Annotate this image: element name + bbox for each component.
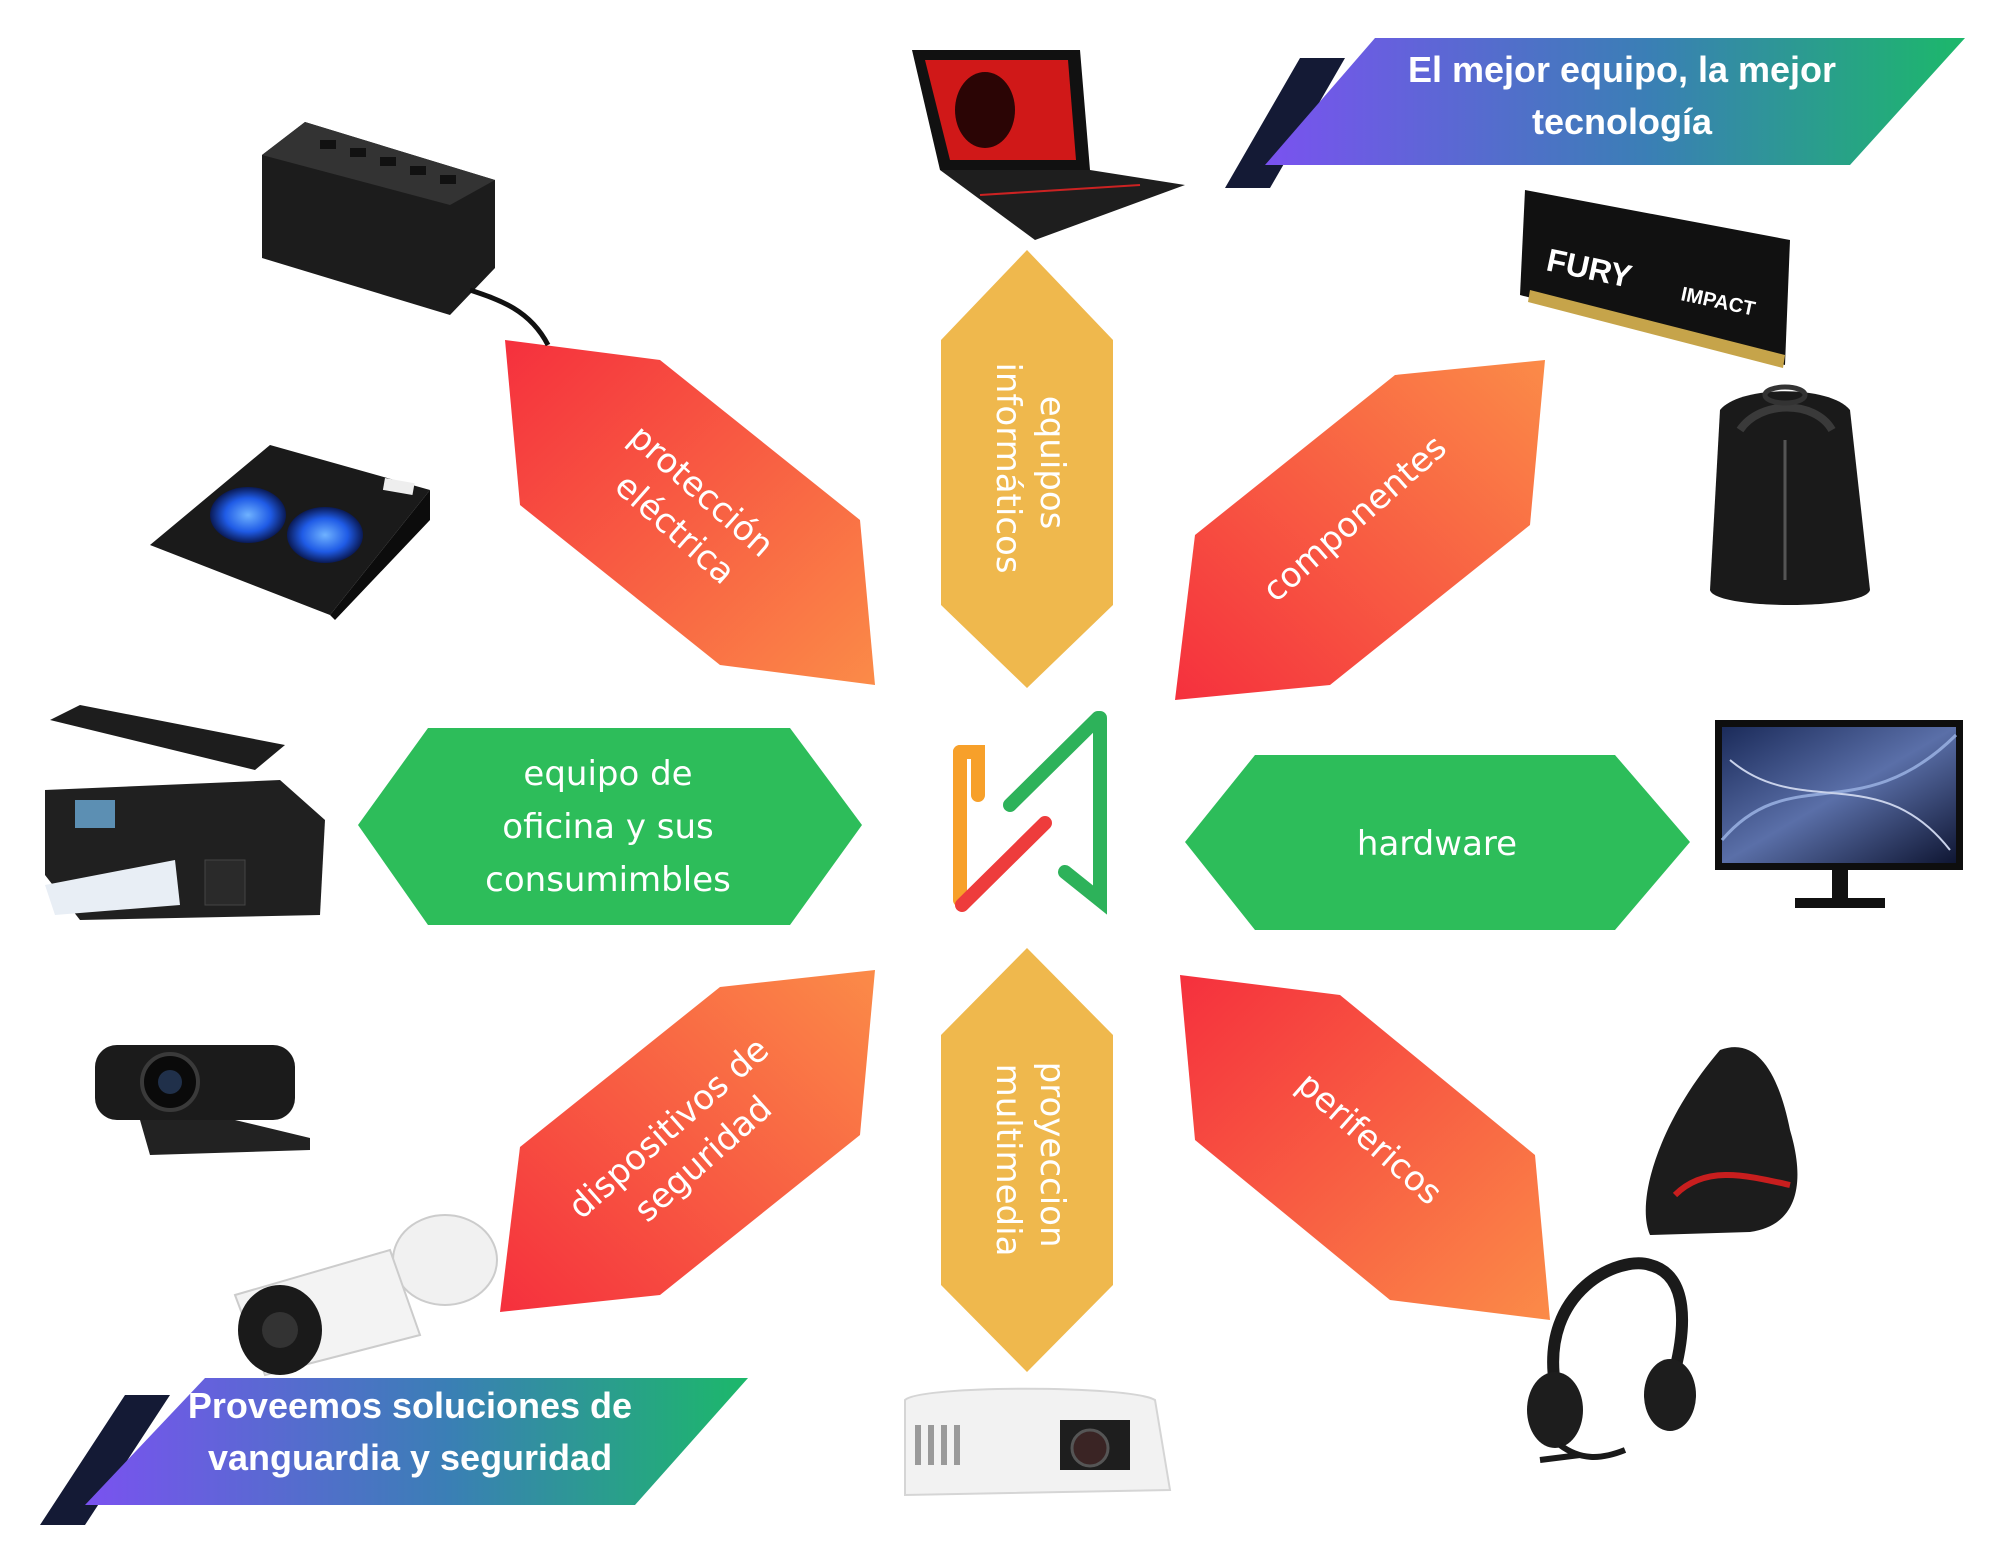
cooling-pad-image	[150, 445, 430, 620]
top-banner-line-2: tecnología	[1532, 101, 1713, 142]
center-logo	[953, 711, 1107, 915]
bottom-banner-ribbon	[85, 1378, 748, 1505]
proyeccion-blade	[941, 948, 1113, 1372]
bottom-banner-line-2: vanguardia y seguridad	[208, 1437, 612, 1478]
top-banner-line-1: El mejor equipo, la mejor	[1408, 49, 1836, 90]
hardware-blade	[1185, 755, 1690, 930]
category-hardware: hardware	[1185, 755, 1690, 930]
perifericos-blade	[1180, 975, 1550, 1320]
svg-text:proyeccion multimedia: proyeccion multimedia	[988, 1062, 1072, 1259]
proyeccion-label-line-1: proyeccion	[1032, 1062, 1072, 1248]
vertical-mouse-image	[1645, 1047, 1798, 1235]
ups-battery-image	[262, 122, 551, 347]
oficina-label-line-2: oficina y sus	[502, 807, 713, 847]
oficina-blade	[358, 728, 862, 925]
category-componentes: componentes	[1175, 360, 1545, 700]
equipos-blade	[941, 250, 1113, 688]
top-banner-shadow	[1225, 58, 1345, 188]
proyeccion-label-line-2: multimedia	[988, 1064, 1028, 1257]
category-equipo-oficina: equipo de oficina y sus consumimbles	[358, 728, 862, 925]
ram-memory-image: FURY IMPACT	[1520, 190, 1790, 368]
monitor-image	[1715, 720, 1963, 908]
hardware-label: hardware	[1357, 824, 1517, 864]
laptop-image	[912, 50, 1185, 240]
backpack-image	[1710, 384, 1870, 605]
equipos-label-line-2: informáticos	[988, 362, 1028, 573]
seguridad-blade	[500, 970, 875, 1312]
category-perifericos: perifericos	[1180, 975, 1550, 1320]
logo-green-diagonal	[1003, 711, 1105, 812]
proteccion-blade	[505, 340, 875, 685]
logo-green-stem	[1058, 711, 1107, 915]
equipos-label-line-1: equipos	[1032, 396, 1072, 530]
bottom-banner-line-1: Proveemos soluciones de	[188, 1385, 632, 1426]
componentes-blade	[1175, 360, 1545, 700]
top-banner: El mejor equipo, la mejor tecnología	[1225, 38, 1965, 188]
logo-red-diagonal	[955, 816, 1052, 912]
security-camera-image	[233, 1214, 498, 1377]
svg-text:equipos informáticos: equipos informáticos	[988, 362, 1072, 573]
printer-image	[45, 705, 325, 920]
category-proteccion-electrica: protección eléctrica	[505, 340, 875, 685]
category-proyeccion-multimedia: proyeccion multimedia	[941, 948, 1113, 1372]
headset-image	[1527, 1257, 1696, 1463]
bottom-banner-shadow	[40, 1395, 170, 1525]
category-equipos-informaticos: equipos informáticos	[941, 250, 1113, 688]
bottom-banner: Proveemos soluciones de vanguardia y seg…	[40, 1378, 748, 1525]
projector-image	[904, 1387, 1172, 1497]
oficina-label-line-1: equipo de	[523, 754, 692, 794]
webcam-image	[95, 1045, 310, 1155]
oficina-label-line-3: consumimbles	[485, 860, 731, 900]
top-banner-ribbon	[1265, 38, 1965, 165]
category-dispositivos-seguridad: dispositivos de seguridad	[500, 970, 875, 1312]
